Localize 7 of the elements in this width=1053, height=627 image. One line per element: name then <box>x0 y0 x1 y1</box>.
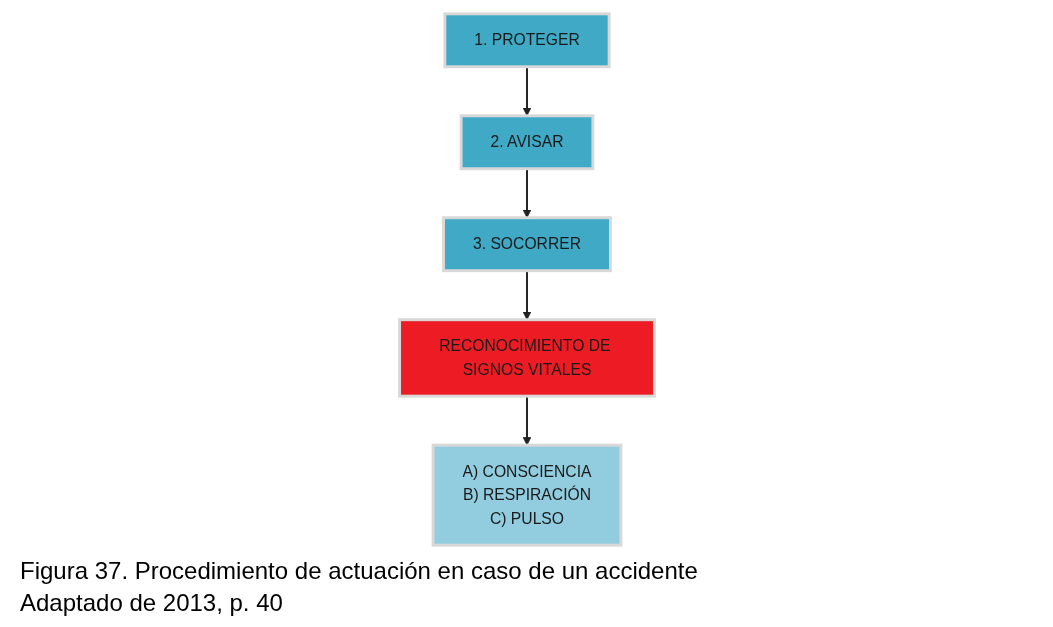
node-box: 2. AVISAR <box>459 114 594 171</box>
node-box: A) CONSCIENCIA B) RESPIRACIÓN C) PULSO <box>431 443 622 547</box>
node-box: 1. PROTEGER <box>442 12 611 69</box>
source-note: Adaptado de 2013, p. 40 <box>20 589 284 617</box>
node-box: RECONOCIMIENTO DE SIGNOS VITALES <box>397 318 656 398</box>
node-box: 3. SOCORRER <box>441 216 612 273</box>
figure-caption: Figura 37. Procedimiento de actuación en caso de un accidente <box>20 557 699 585</box>
